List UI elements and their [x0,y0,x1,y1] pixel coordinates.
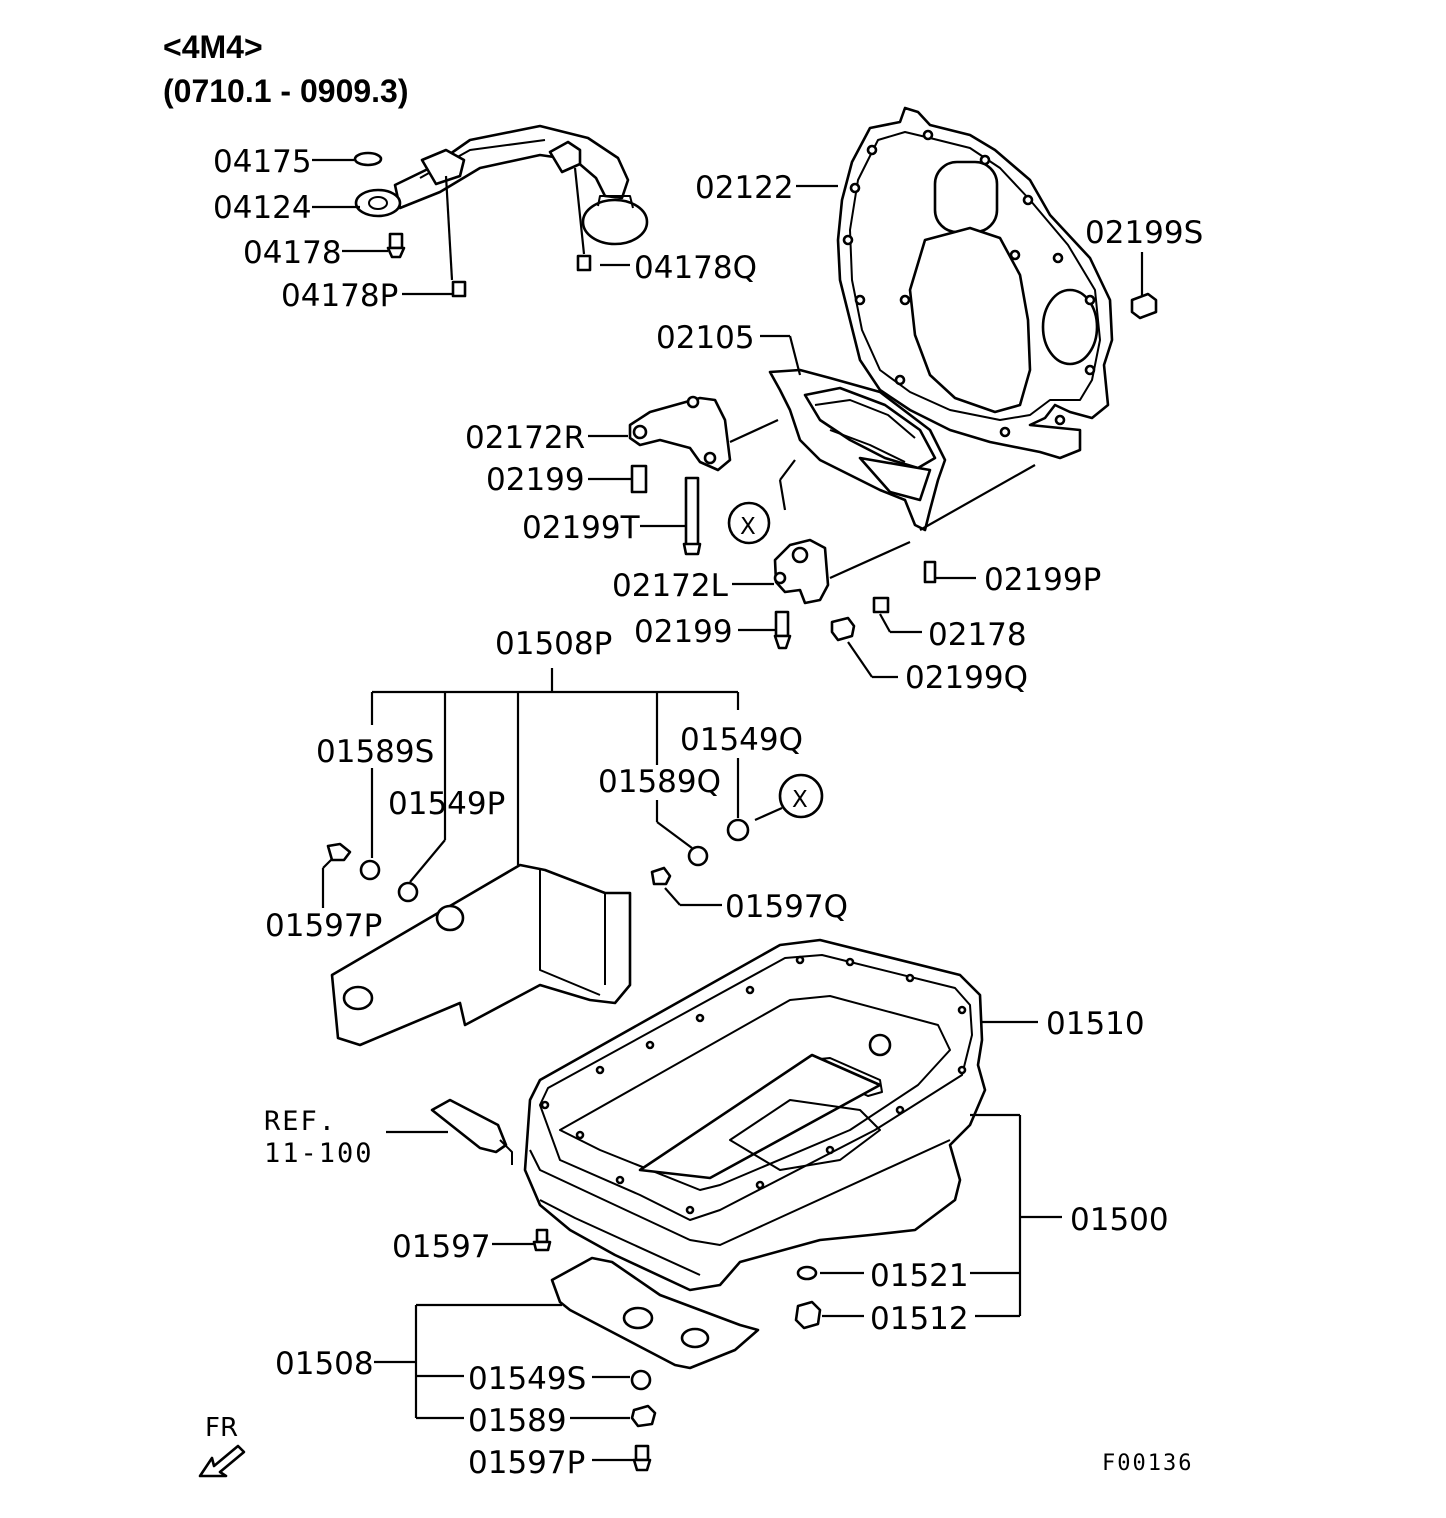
callout-x-upper: X [740,514,756,540]
sealant-tube-drawing [430,1098,513,1165]
part-label-02199P: 02199P [984,562,1101,598]
part-label-01589Q: 01589Q [598,764,721,800]
part-label-01589: 01589 [468,1403,567,1439]
part-label-02172L: 02172L [612,568,729,604]
part-label-01597Q: 01597Q [725,889,848,925]
front-arrow-icon [198,1444,246,1478]
part-label-01500: 01500 [1070,1202,1169,1238]
part-label-01508P: 01508P [495,626,612,662]
figure-code: F00136 [1102,1451,1193,1476]
part-label-01508: 01508 [275,1346,374,1382]
rear-plate-drawing [836,106,1158,460]
part-label-02105: 02105 [656,320,755,356]
drain-washer-drawing [796,1265,818,1281]
converter-cover-drawing [628,368,947,650]
oil-pan-drawing [523,938,987,1292]
part-label-02199T: 02199T [522,510,641,546]
part-label-01597: 01597 [392,1229,491,1265]
part-label-01549Q: 01549Q [680,722,803,758]
part-label-01549S: 01549S [468,1361,586,1397]
part-label-02122: 02122 [695,170,794,206]
part-label-01589S: 01589S [316,734,434,770]
engine-code: <4M4> [163,29,263,65]
part-label-01549P: 01549P [388,786,505,822]
part-label-02199Q: 02199Q [905,660,1028,696]
callout-x-lower: X [792,787,808,813]
drain-plug-drawing [794,1300,822,1330]
part-label-02199-upper: 02199 [486,462,585,498]
part-label-02199-lower: 02199 [634,614,733,650]
part-label-01512: 01512 [870,1301,969,1337]
part-label-01521: 01521 [870,1258,969,1294]
part-label-01597P-lower: 01597P [468,1445,585,1481]
baffle-plate-drawing [326,818,750,1047]
oil-strainer-drawing [353,124,649,298]
date-range: (0710.1 - 0909.3) [163,73,409,109]
ref-label-line1: REF. [264,1106,337,1137]
part-label-01510: 01510 [1046,1006,1145,1042]
part-label-02199S: 02199S [1085,215,1203,251]
part-label-02178: 02178 [928,617,1027,653]
ref-label-line2: 11-100 [264,1138,374,1169]
part-label-04124: 04124 [213,190,312,226]
part-label-02172R: 02172R [465,420,585,456]
part-label-04178Q: 04178Q [634,250,757,286]
front-marker-label: FR [205,1413,238,1443]
part-label-01597P-upper: 01597P [265,908,382,944]
lower-baffle-drawing [550,1256,760,1472]
part-label-04175: 04175 [213,144,312,180]
part-label-04178P: 04178P [281,278,398,314]
part-label-04178: 04178 [243,235,342,271]
